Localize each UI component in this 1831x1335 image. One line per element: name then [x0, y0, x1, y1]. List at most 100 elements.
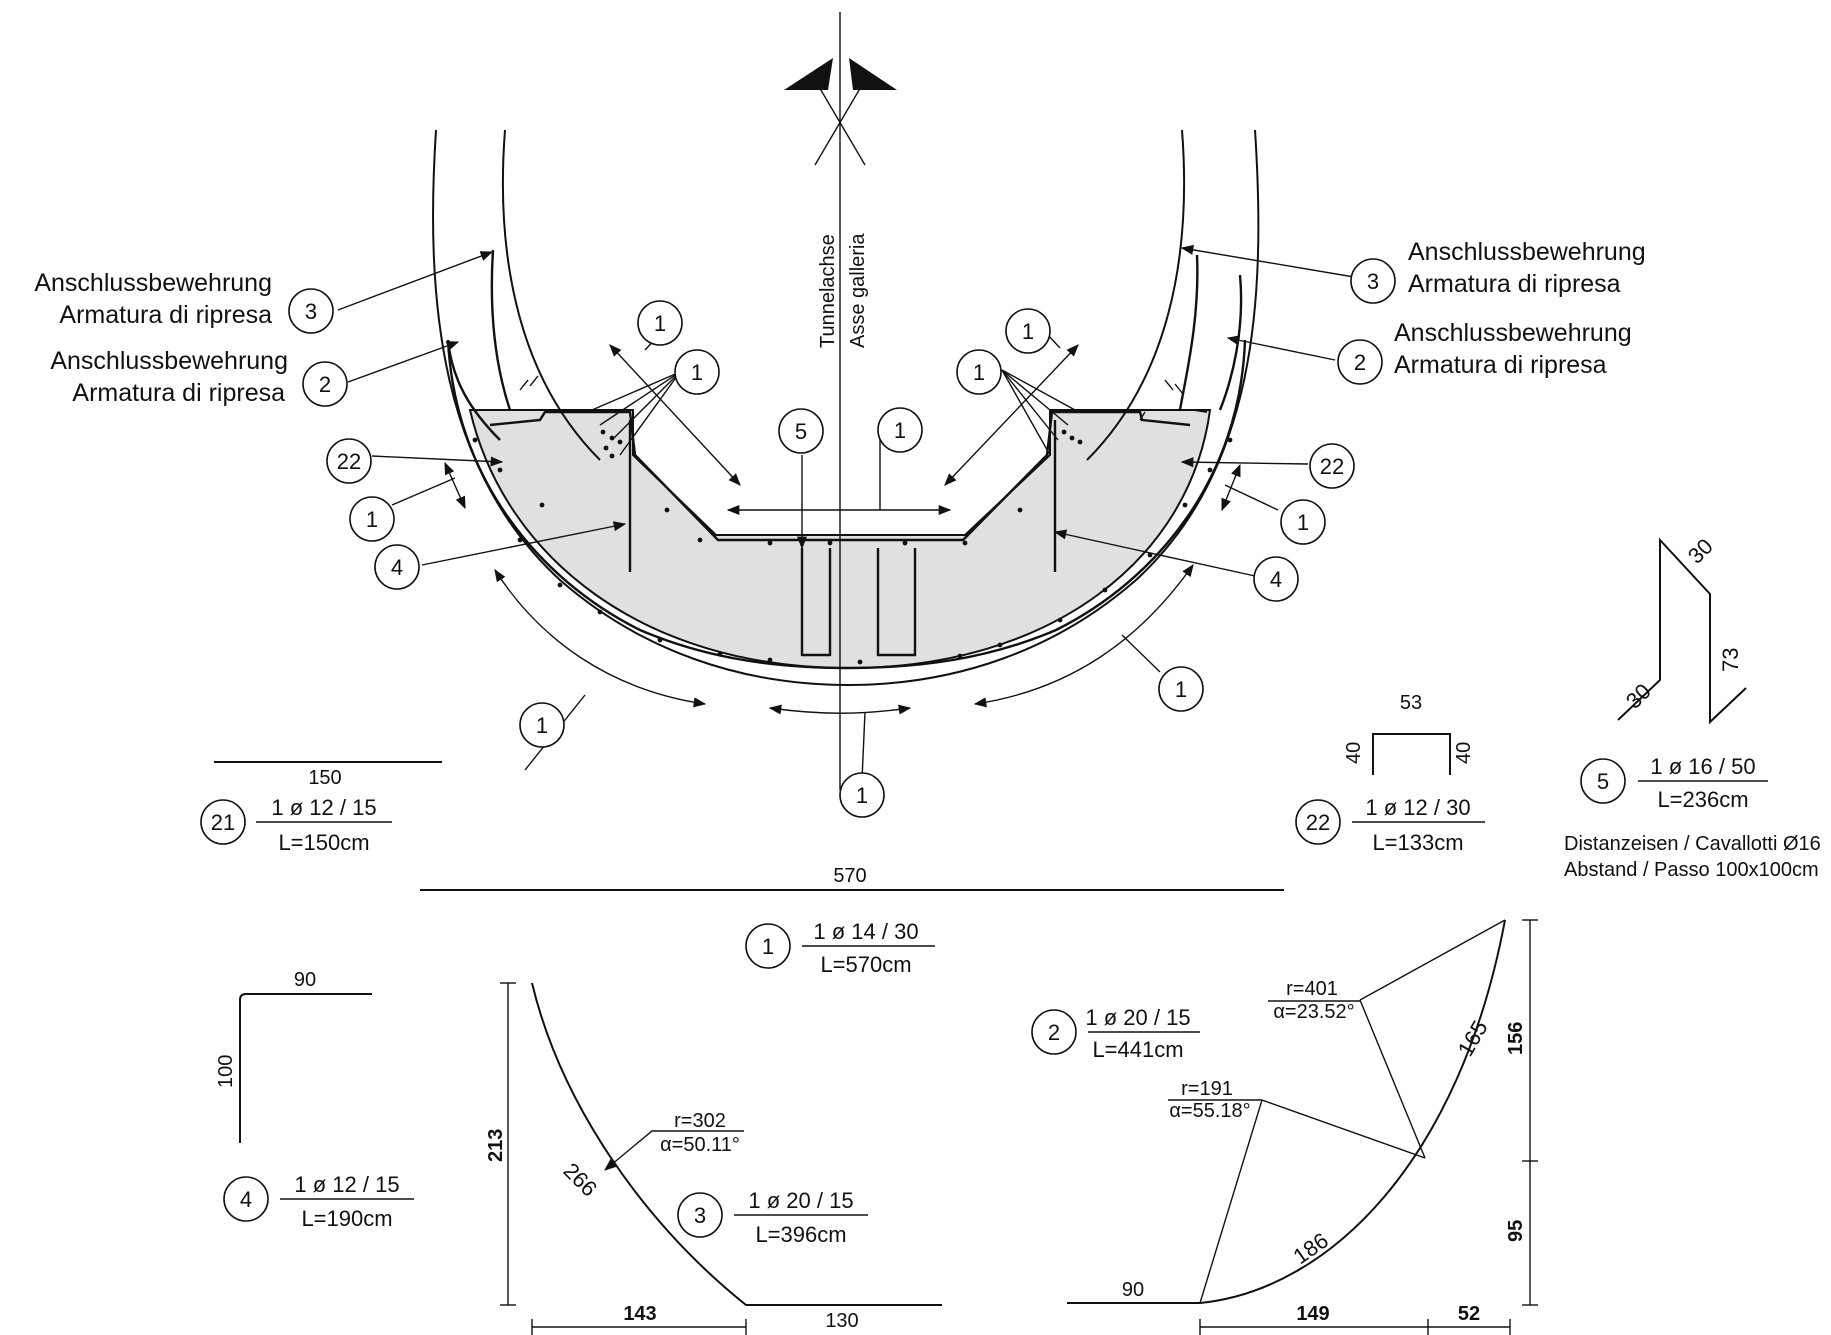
marker: 1 — [637, 300, 683, 346]
svg-text:143: 143 — [623, 1303, 656, 1325]
svg-text:22: 22 — [337, 449, 361, 474]
svg-text:266: 266 — [558, 1158, 602, 1202]
svg-text:52: 52 — [1458, 1303, 1480, 1325]
bar-5-schedule: 30 73 30 5 1 ø 16 / 50 L=236cm Distanzei… — [1564, 534, 1821, 881]
svg-text:L=133cm: L=133cm — [1372, 830, 1463, 855]
marker: 2 — [1337, 339, 1383, 385]
label-de-right-2: Anschlussbewehrung — [1394, 319, 1632, 347]
svg-text:L=236cm: L=236cm — [1657, 787, 1748, 812]
bar-4-schedule: 90 100 4 1 ø 12 / 15 L=190cm — [215, 969, 414, 1231]
tunnel-section: Tunnelachse Asse galleria — [34, 12, 1646, 790]
svg-text:L=441cm: L=441cm — [1092, 1037, 1183, 1062]
marker: 2 — [302, 361, 348, 407]
axis-flag-right-icon — [849, 58, 897, 90]
svg-text:30: 30 — [1683, 534, 1718, 569]
marker: 1 — [956, 349, 1002, 395]
axis-label-de: Tunnelachse — [817, 234, 839, 348]
inner-line — [501, 129, 601, 461]
label-it-left-1: Armatura di ripresa — [59, 301, 272, 329]
svg-text:α=55.18°: α=55.18° — [1169, 1100, 1250, 1122]
svg-text:r=401: r=401 — [1286, 978, 1338, 1000]
svg-text:Abstand / Passo 100x100cm: Abstand / Passo 100x100cm — [1564, 859, 1819, 881]
marker: 5 — [778, 408, 824, 454]
label-it-right-1: Armatura di ripresa — [1408, 270, 1621, 298]
svg-text:4: 4 — [1270, 567, 1282, 592]
marker: 1 — [349, 496, 395, 542]
svg-text:1 ø 20 / 15: 1 ø 20 / 15 — [748, 1188, 853, 1213]
marker: 22 — [1309, 443, 1355, 489]
svg-text:100: 100 — [215, 1055, 237, 1088]
svg-text:2: 2 — [1354, 350, 1366, 375]
svg-text:149: 149 — [1296, 1303, 1329, 1325]
svg-text:1: 1 — [691, 360, 703, 385]
svg-text:1 ø 14 / 30: 1 ø 14 / 30 — [813, 919, 918, 944]
svg-text:53: 53 — [1400, 692, 1422, 714]
marker: 1 — [839, 772, 885, 818]
svg-text:1: 1 — [536, 713, 548, 738]
svg-text:4: 4 — [240, 1187, 252, 1212]
svg-text:1 ø 16 / 50: 1 ø 16 / 50 — [1650, 754, 1755, 779]
svg-text:3: 3 — [305, 299, 317, 324]
svg-text:1 ø 20 / 15: 1 ø 20 / 15 — [1085, 1005, 1190, 1030]
svg-text:L=570cm: L=570cm — [820, 952, 911, 977]
svg-text:L=150cm: L=150cm — [278, 830, 369, 855]
svg-text:21: 21 — [211, 810, 235, 835]
svg-text:22: 22 — [1320, 454, 1344, 479]
svg-text:L=396cm: L=396cm — [755, 1222, 846, 1247]
rebar-outer — [446, 339, 1247, 670]
svg-text:Distanzeisen / Cavallotti Ø16: Distanzeisen / Cavallotti Ø16 — [1564, 833, 1821, 855]
svg-text:L=190cm: L=190cm — [301, 1206, 392, 1231]
svg-text:22: 22 — [1306, 810, 1330, 835]
svg-text:1: 1 — [856, 783, 868, 808]
svg-text:1: 1 — [366, 507, 378, 532]
svg-text:α=23.52°: α=23.52° — [1273, 1001, 1354, 1023]
svg-text:5: 5 — [795, 419, 807, 444]
svg-text:570: 570 — [833, 865, 866, 887]
svg-text:1: 1 — [1297, 510, 1309, 535]
bar-1-schedule: 570 1 1 ø 14 / 30 L=570cm — [420, 865, 1284, 977]
svg-text:2: 2 — [319, 372, 331, 397]
svg-text:1: 1 — [894, 418, 906, 443]
svg-text:73: 73 — [1718, 648, 1743, 672]
svg-text:156: 156 — [1505, 1022, 1527, 1055]
label-de-left-2: Anschlussbewehrung — [50, 347, 288, 375]
svg-text:90: 90 — [1122, 1279, 1144, 1301]
label-it-right-2: Armatura di ripresa — [1394, 351, 1607, 379]
svg-text:213: 213 — [485, 1129, 507, 1162]
svg-text:1: 1 — [762, 934, 774, 959]
svg-text:r=302: r=302 — [674, 1110, 726, 1132]
bar-21-schedule: 150 21 1 ø 12 / 15 L=150cm — [200, 761, 442, 855]
svg-text:α=50.11°: α=50.11° — [660, 1134, 740, 1156]
marker: 1 — [1280, 499, 1326, 545]
label-de-right-1: Anschlussbewehrung — [1408, 238, 1646, 266]
svg-text:5: 5 — [1597, 769, 1609, 794]
svg-text:r=191: r=191 — [1181, 1078, 1233, 1100]
position-markers: 1 1 1 1 1 1 1 1 1 1 2 2 3 3 4 4 5 22 22 — [288, 258, 1396, 818]
svg-text:90: 90 — [294, 969, 316, 991]
svg-text:40: 40 — [1343, 742, 1365, 764]
label-de-left-1: Anschlussbewehrung — [34, 269, 272, 297]
marker: 4 — [1253, 556, 1299, 602]
marker: 1 — [1005, 308, 1051, 354]
axis-flag-left-icon — [784, 58, 833, 90]
svg-text:3: 3 — [1367, 269, 1379, 294]
svg-text:95: 95 — [1505, 1220, 1527, 1242]
marker: 1 — [674, 349, 720, 395]
svg-text:1: 1 — [973, 360, 985, 385]
svg-text:186: 186 — [1289, 1228, 1333, 1270]
svg-text:1 ø 12 / 30: 1 ø 12 / 30 — [1365, 795, 1470, 820]
svg-text:1: 1 — [1022, 319, 1034, 344]
svg-text:3: 3 — [694, 1203, 706, 1228]
svg-text:165: 165 — [1453, 1016, 1493, 1060]
marker: 3 — [1350, 258, 1396, 304]
bar-22-schedule: 53 40 40 22 1 ø 12 / 30 L=133cm — [1295, 692, 1485, 855]
axis-label-it: Asse galleria — [847, 233, 869, 348]
svg-text:130: 130 — [825, 1310, 858, 1332]
svg-text:30: 30 — [1621, 679, 1656, 714]
bar-2-schedule: r=401 α=23.52° r=191 α=55.18° 156 95 165… — [1031, 919, 1538, 1335]
marker: 1 — [1158, 666, 1204, 712]
marker: 22 — [326, 438, 372, 484]
label-it-left-2: Armatura di ripresa — [72, 379, 285, 407]
marker: 1 — [877, 407, 923, 453]
